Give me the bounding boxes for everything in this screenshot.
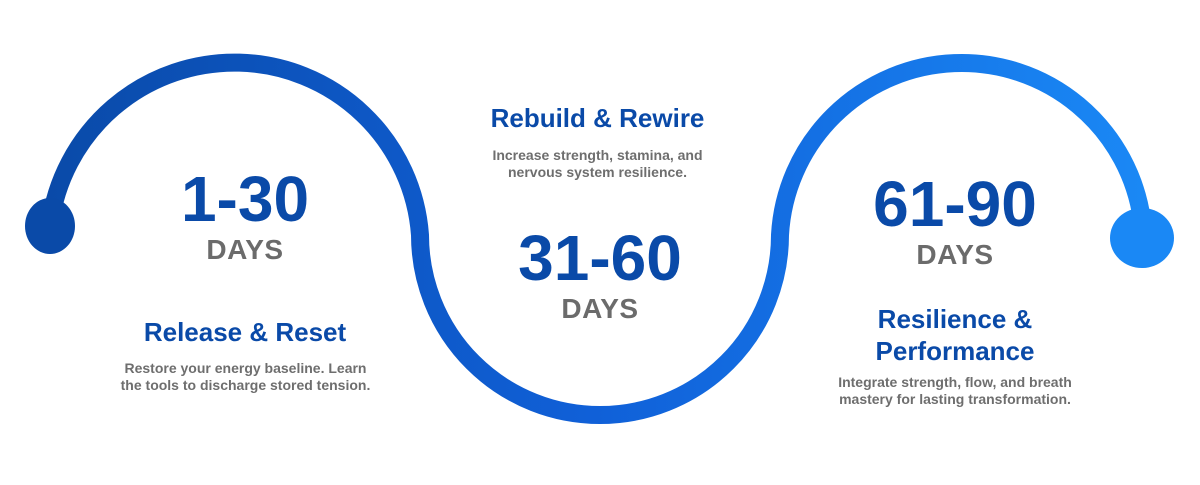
stage-3-description: Integrate strength, flow, and breath mas… [838,374,1072,407]
stage-2-range: 31-60 [518,222,682,294]
stage-3-unit: DAYS [916,239,994,270]
wave-path [41,53,1151,424]
stage-1-unit: DAYS [206,234,284,265]
stage-1-title: Release & Reset [143,317,347,347]
start-node [25,198,75,254]
stage-3-title: Resilience & Performance [875,304,1035,366]
end-node [1110,208,1174,268]
stage-2-unit: DAYS [561,293,639,324]
stage-2-title: Rebuild & Rewire [490,103,705,133]
stage-1-range: 1-30 [180,163,310,235]
stage-2-description: Increase strength, stamina, and nervous … [492,147,703,180]
stage-3-range: 61-90 [873,168,1037,240]
stage-1-description: Restore your energy baseline. Learn the … [120,360,371,393]
